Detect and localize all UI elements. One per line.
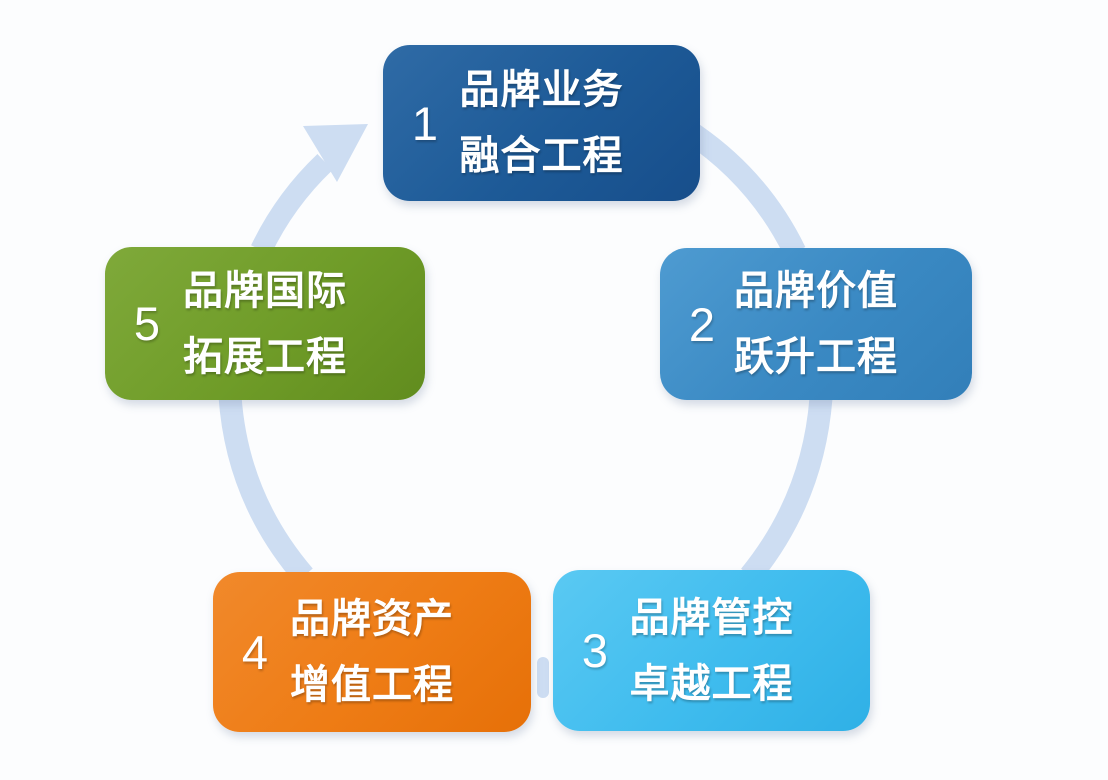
cycle-arc-2-3 [741,397,833,584]
step-label-line2: 融合工程 [459,134,624,178]
cycle-step-5: 5 品牌国际 拓展工程 [105,247,425,400]
step-label: 品牌国际 拓展工程 [105,247,425,400]
step-label-line1: 品牌管控 [629,595,794,640]
step-label-line1: 品牌国际 [183,268,347,313]
cycle-arc-1-2 [683,122,806,258]
step-number: 5 [133,297,161,350]
cycle-step-4: 4 品牌资产 增值工程 [213,572,531,732]
cycle-arrowhead-icon [303,124,368,182]
step-number: 1 [411,96,439,150]
step-label: 品牌价值 跃升工程 [660,248,972,400]
step-label: 品牌业务 融合工程 [383,45,700,201]
step-label-line2: 增值工程 [290,663,454,707]
cycle-step-2: 2 品牌价值 跃升工程 [660,248,972,400]
cycle-arrow-shaft [251,154,333,255]
step-label-line2: 跃升工程 [734,335,898,379]
step-number: 4 [241,625,269,679]
step-label-line2: 卓越工程 [629,661,794,706]
step-label-line1: 品牌价值 [734,269,898,313]
step-label-line2: 拓展工程 [183,334,347,379]
step-label-line1: 品牌业务 [459,68,624,112]
step-number: 3 [581,624,609,677]
cycle-arc-4-5 [218,395,313,584]
step-number: 2 [688,297,716,351]
step-label: 品牌管控 卓越工程 [553,570,870,731]
cycle-step-1: 1 品牌业务 融合工程 [383,45,700,201]
cycle-step-3: 3 品牌管控 卓越工程 [553,570,870,731]
step-label-line1: 品牌资产 [290,597,454,641]
step-label: 品牌资产 增值工程 [213,572,531,732]
